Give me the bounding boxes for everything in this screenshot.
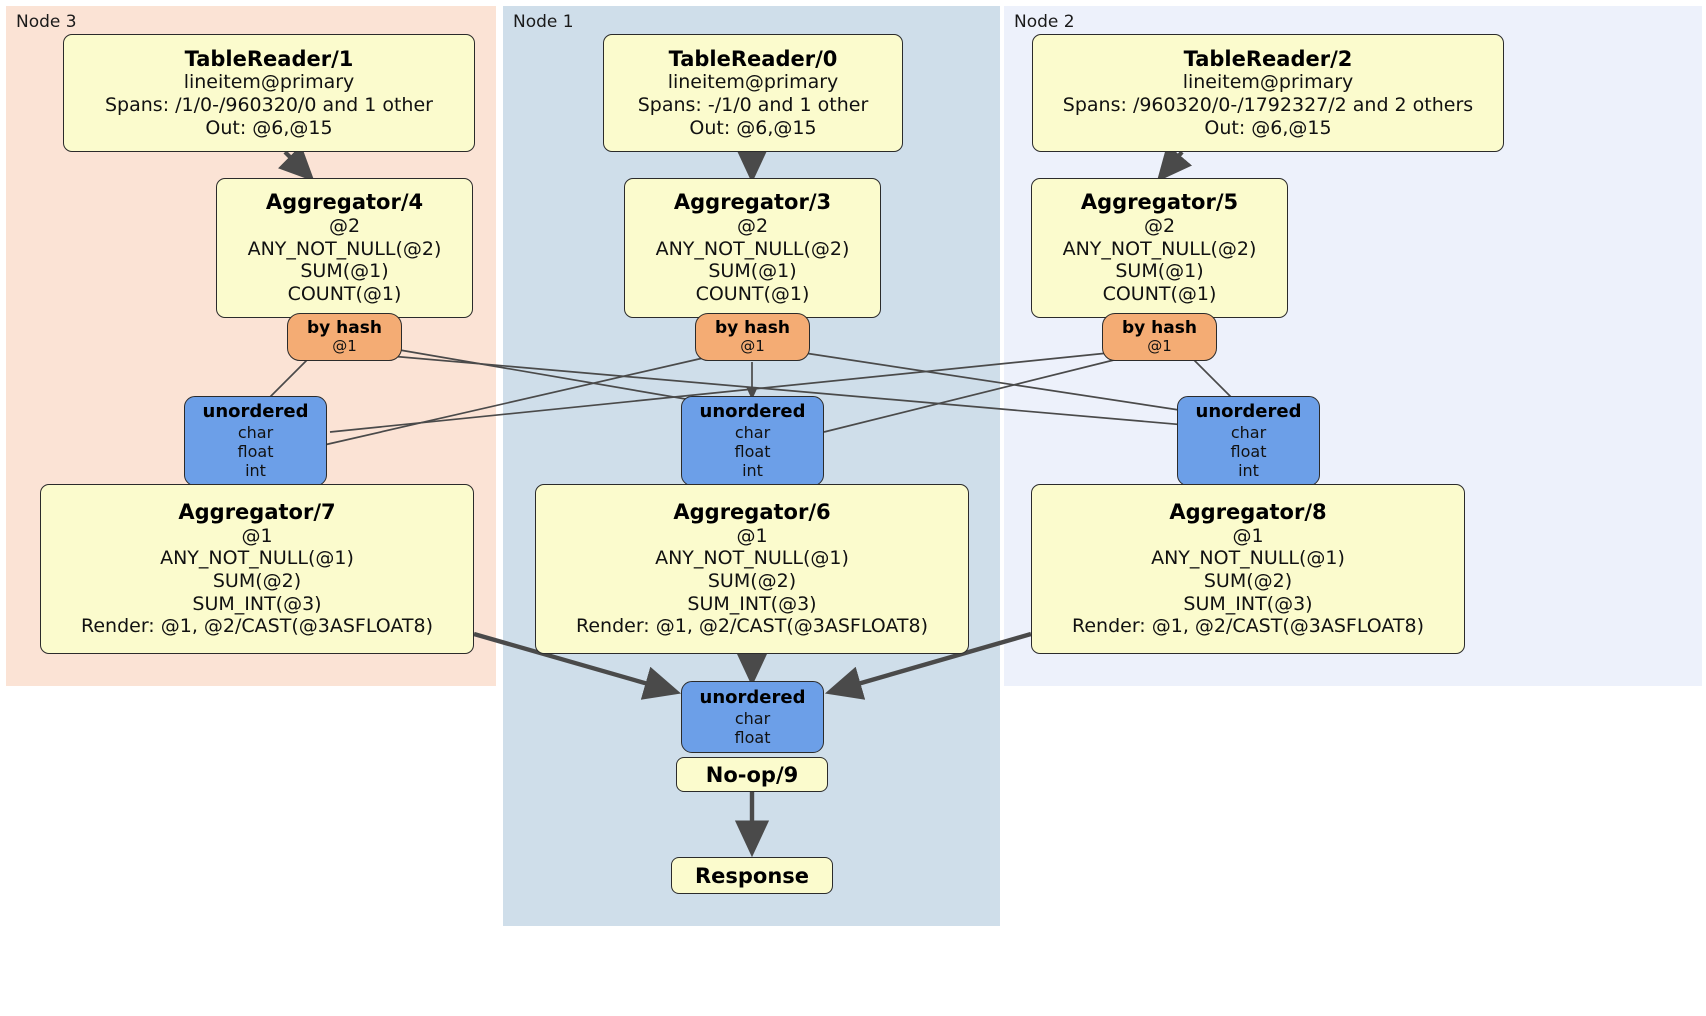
aggregator-7[interactable]: Aggregator/7 @1 ANY_NOT_NULL(@1) SUM(@2)… xyxy=(40,484,474,654)
synchronizer-node1-type-0: char xyxy=(734,423,771,443)
table-reader-2-out: Out: @6,@15 xyxy=(1204,116,1332,139)
synchronizer-node1-type-2: int xyxy=(742,461,763,481)
aggregator-6-agg3: SUM_INT(@3) xyxy=(687,592,817,615)
final-synchronizer-type-0: char xyxy=(734,708,771,728)
hash-router-node1-title: by hash xyxy=(715,317,790,338)
hash-router-node1-column: @1 xyxy=(740,337,765,356)
aggregator-5-title: Aggregator/5 xyxy=(1080,190,1239,215)
table-reader-1-spans: Spans: /1/0-/960320/0 and 1 other xyxy=(105,94,433,117)
aggregator-6-render: Render: @1, @2/CAST(@3ASFLOAT8) xyxy=(576,615,928,638)
synchronizer-node3-title: unordered xyxy=(202,401,309,423)
table-reader-1[interactable]: TableReader/1 lineitem@primary Spans: /1… xyxy=(63,34,475,152)
aggregator-4-agg2: SUM(@1) xyxy=(300,260,389,283)
aggregator-3[interactable]: Aggregator/3 @2 ANY_NOT_NULL(@2) SUM(@1)… xyxy=(624,178,881,318)
synchronizer-node2-type-2: int xyxy=(1238,461,1259,481)
aggregator-5-agg3: COUNT(@1) xyxy=(1102,282,1217,305)
aggregator-6-agg2: SUM(@2) xyxy=(707,570,797,593)
synchronizer-node1[interactable]: unordered char float int xyxy=(681,396,824,486)
aggregator-6[interactable]: Aggregator/6 @1 ANY_NOT_NULL(@1) SUM(@2)… xyxy=(535,484,969,654)
aggregator-4[interactable]: Aggregator/4 @2 ANY_NOT_NULL(@2) SUM(@1)… xyxy=(216,178,473,318)
table-reader-2-title: TableReader/2 xyxy=(1183,46,1353,71)
table-reader-2[interactable]: TableReader/2 lineitem@primary Spans: /9… xyxy=(1032,34,1504,152)
table-reader-1-title: TableReader/1 xyxy=(184,46,354,71)
aggregator-4-group: @2 xyxy=(328,215,361,238)
table-reader-0-table: lineitem@primary xyxy=(667,71,839,94)
aggregator-3-agg1: ANY_NOT_NULL(@2) xyxy=(655,237,850,260)
synchronizer-node2-type-0: char xyxy=(1230,423,1267,443)
aggregator-8-title: Aggregator/8 xyxy=(1169,500,1327,525)
hash-router-node3-title: by hash xyxy=(307,317,382,338)
aggregator-7-agg3: SUM_INT(@3) xyxy=(192,592,322,615)
aggregator-4-agg1: ANY_NOT_NULL(@2) xyxy=(247,237,442,260)
synchronizer-node3-type-0: char xyxy=(237,423,274,443)
hash-router-node1[interactable]: by hash @1 xyxy=(695,313,810,361)
table-reader-1-table: lineitem@primary xyxy=(183,71,355,94)
aggregator-5-agg2: SUM(@1) xyxy=(1115,260,1204,283)
aggregator-6-agg1: ANY_NOT_NULL(@1) xyxy=(655,547,849,570)
synchronizer-node2[interactable]: unordered char float int xyxy=(1177,396,1320,486)
aggregator-5-group: @2 xyxy=(1143,215,1176,238)
table-reader-0-spans: Spans: -/1/0 and 1 other xyxy=(637,94,869,117)
aggregator-8-agg3: SUM_INT(@3) xyxy=(1183,592,1313,615)
panel-node1-label: Node 1 xyxy=(513,12,574,32)
aggregator-7-group: @1 xyxy=(241,524,273,547)
final-synchronizer[interactable]: unordered char float xyxy=(681,681,824,753)
synchronizer-node3-type-1: float xyxy=(237,442,274,462)
panel-node3-label: Node 3 xyxy=(16,12,77,32)
hash-router-node2[interactable]: by hash @1 xyxy=(1102,313,1217,361)
aggregator-5-agg1: ANY_NOT_NULL(@2) xyxy=(1062,237,1257,260)
aggregator-7-render: Render: @1, @2/CAST(@3ASFLOAT8) xyxy=(81,615,433,638)
synchronizer-node2-type-1: float xyxy=(1230,442,1267,462)
table-reader-2-spans: Spans: /960320/0-/1792327/2 and 2 others xyxy=(1062,94,1474,117)
response-node[interactable]: Response xyxy=(671,857,833,894)
hash-router-node2-title: by hash xyxy=(1122,317,1197,338)
final-synchronizer-title: unordered xyxy=(699,687,806,709)
aggregator-7-title: Aggregator/7 xyxy=(178,500,336,525)
hash-router-node3-column: @1 xyxy=(332,337,357,356)
aggregator-7-agg1: ANY_NOT_NULL(@1) xyxy=(160,547,354,570)
hash-router-node3[interactable]: by hash @1 xyxy=(287,313,402,361)
aggregator-8-group: @1 xyxy=(1232,524,1264,547)
panel-node2-label: Node 2 xyxy=(1014,12,1075,32)
aggregator-3-title: Aggregator/3 xyxy=(673,190,832,215)
aggregator-4-agg3: COUNT(@1) xyxy=(287,282,402,305)
hash-router-node2-column: @1 xyxy=(1147,337,1172,356)
aggregator-8-agg2: SUM(@2) xyxy=(1203,570,1293,593)
aggregator-4-title: Aggregator/4 xyxy=(265,190,424,215)
aggregator-5[interactable]: Aggregator/5 @2 ANY_NOT_NULL(@2) SUM(@1)… xyxy=(1031,178,1288,318)
synchronizer-node3[interactable]: unordered char float int xyxy=(184,396,327,486)
synchronizer-node2-title: unordered xyxy=(1195,401,1302,423)
table-reader-0-title: TableReader/0 xyxy=(668,46,838,71)
aggregator-8[interactable]: Aggregator/8 @1 ANY_NOT_NULL(@1) SUM(@2)… xyxy=(1031,484,1465,654)
synchronizer-node3-type-2: int xyxy=(245,461,266,481)
aggregator-6-title: Aggregator/6 xyxy=(673,500,831,525)
aggregator-3-agg2: SUM(@1) xyxy=(708,260,797,283)
table-reader-0[interactable]: TableReader/0 lineitem@primary Spans: -/… xyxy=(603,34,903,152)
synchronizer-node1-type-1: float xyxy=(734,442,771,462)
aggregator-6-group: @1 xyxy=(736,524,768,547)
aggregator-8-agg1: ANY_NOT_NULL(@1) xyxy=(1151,547,1345,570)
no-op-9[interactable]: No-op/9 xyxy=(676,757,828,792)
aggregator-8-render: Render: @1, @2/CAST(@3ASFLOAT8) xyxy=(1072,615,1424,638)
table-reader-0-out: Out: @6,@15 xyxy=(689,116,817,139)
final-synchronizer-type-1: float xyxy=(734,727,771,747)
aggregator-3-agg3: COUNT(@1) xyxy=(695,282,810,305)
aggregator-7-agg2: SUM(@2) xyxy=(212,570,302,593)
table-reader-1-out: Out: @6,@15 xyxy=(205,116,333,139)
aggregator-3-group: @2 xyxy=(736,215,769,238)
synchronizer-node1-title: unordered xyxy=(699,401,806,423)
table-reader-2-table: lineitem@primary xyxy=(1182,71,1354,94)
